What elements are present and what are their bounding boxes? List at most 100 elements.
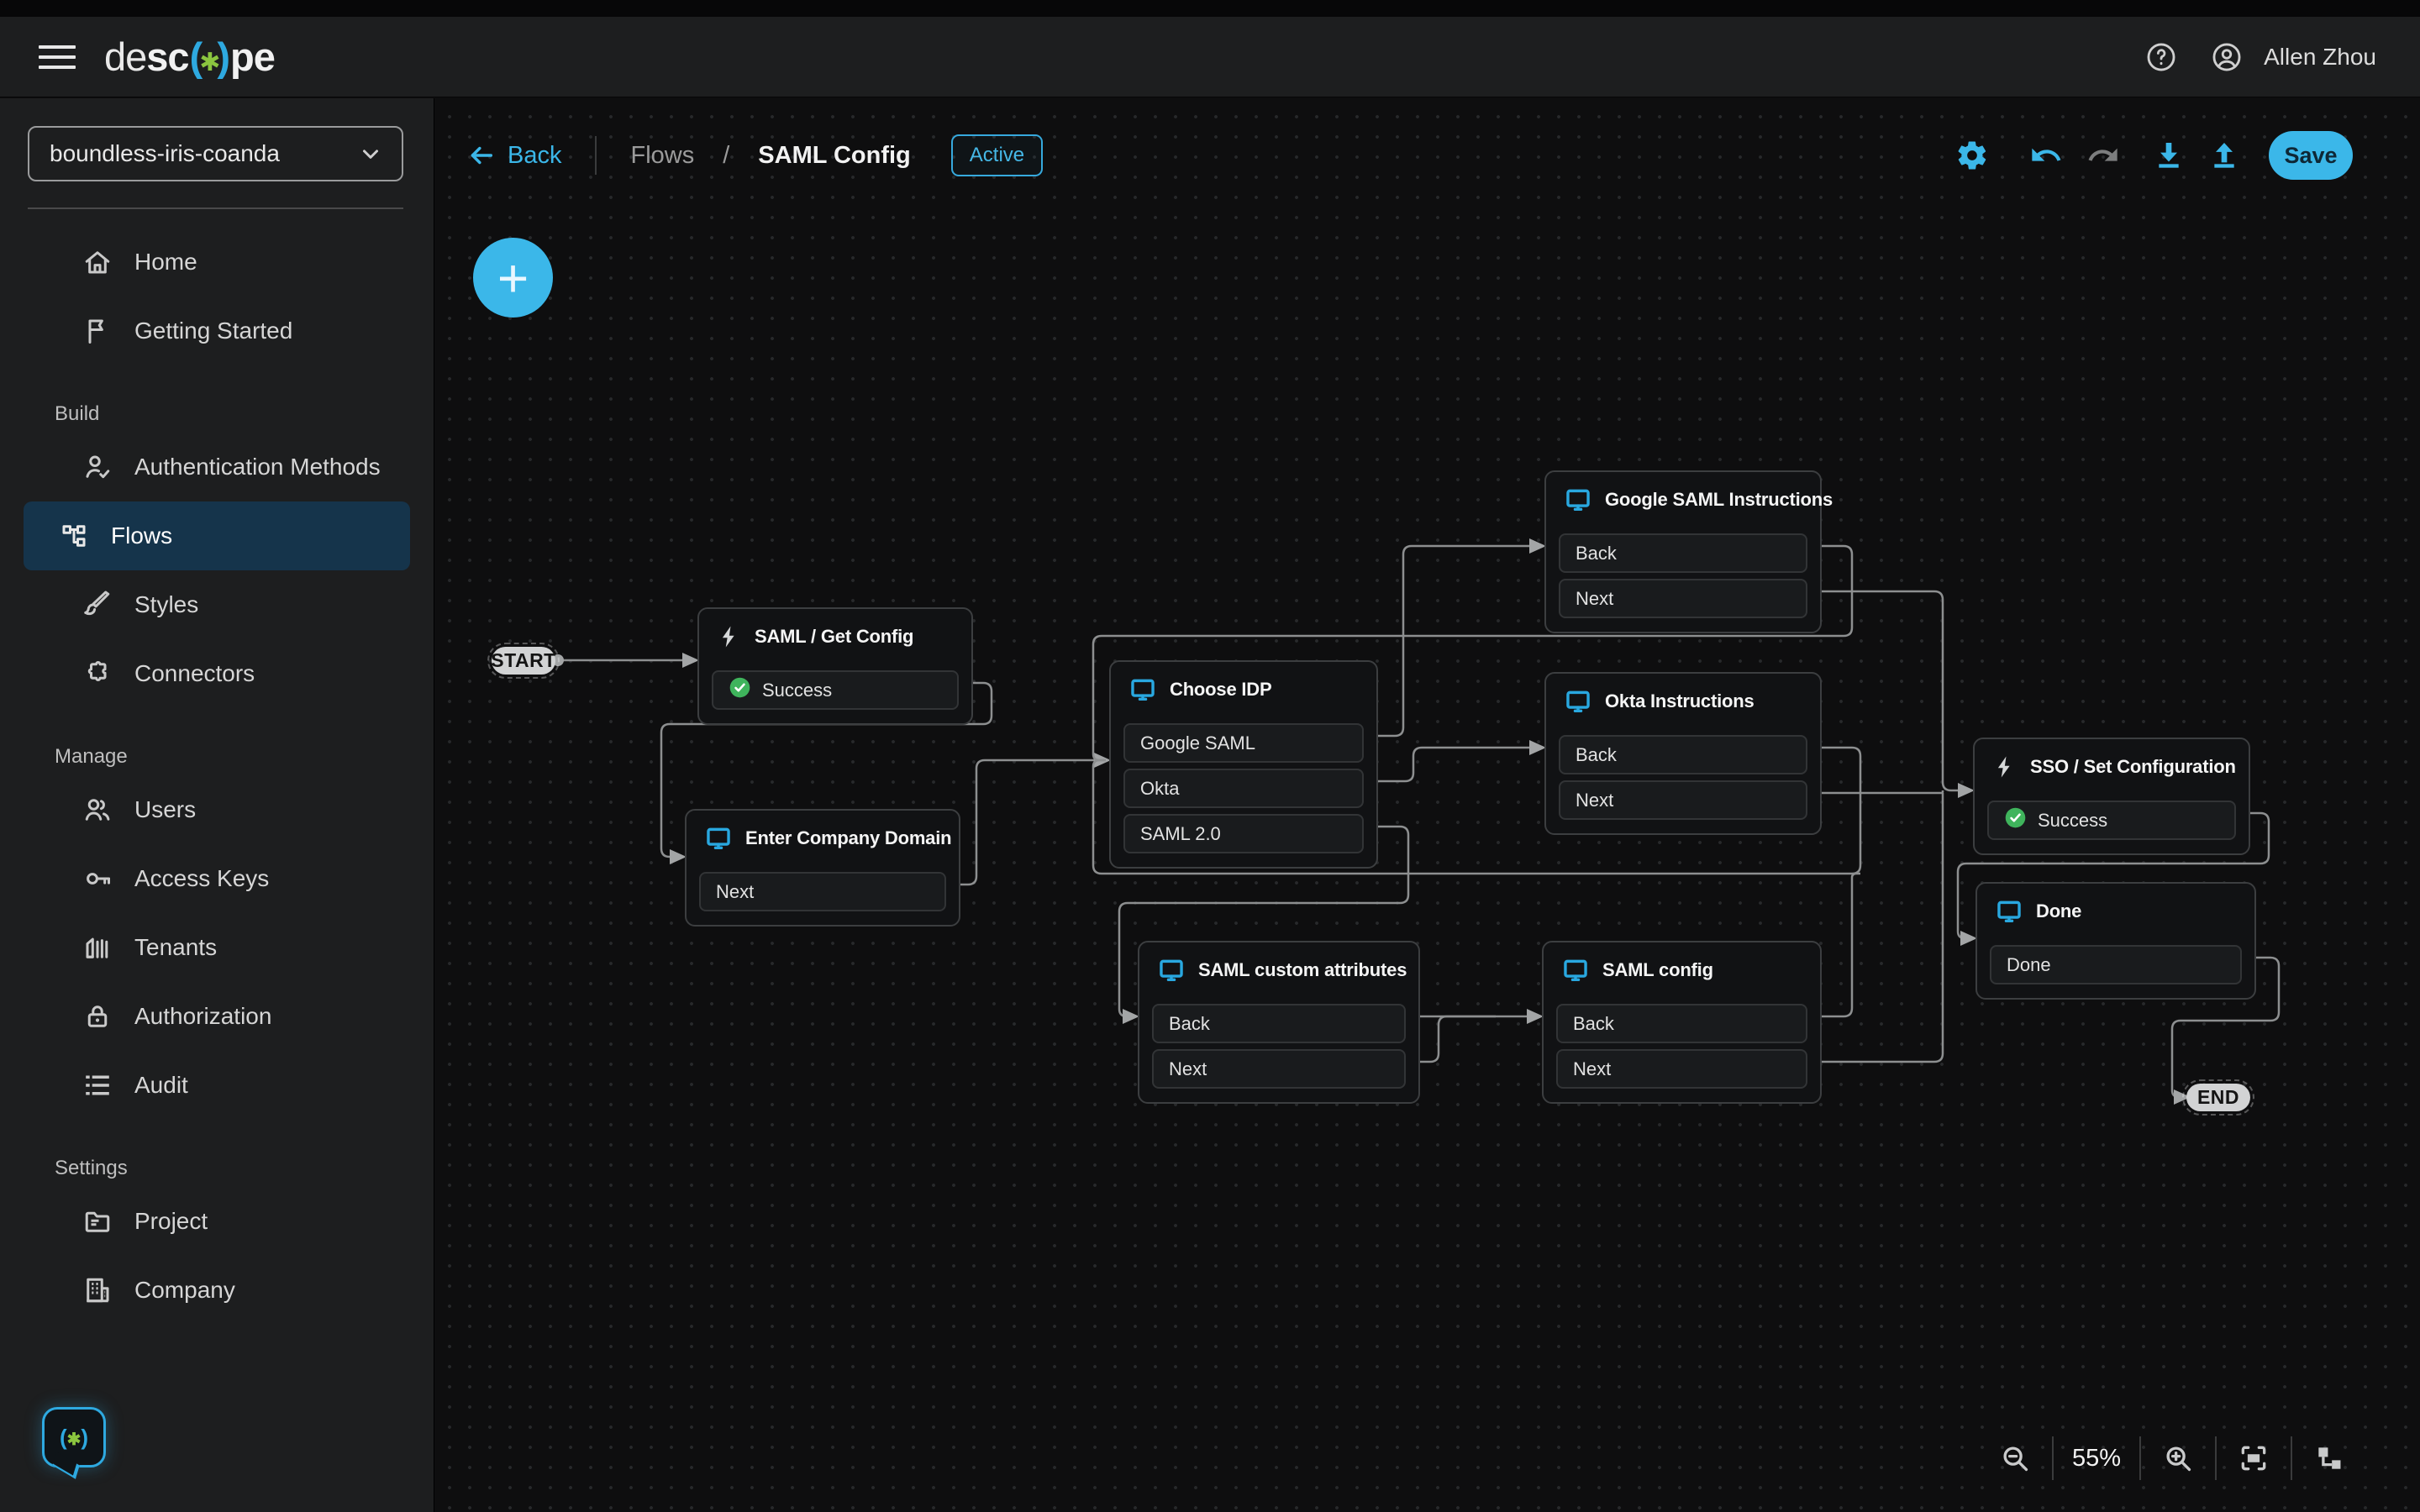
canvas-header: Back Flows / SAML Config Active — [467, 126, 2353, 185]
sidebar-item-getting-started[interactable]: Getting Started — [24, 297, 410, 365]
node-output-done[interactable]: Done — [1990, 945, 2242, 984]
save-button[interactable]: Save — [2269, 131, 2353, 180]
node-output-next[interactable]: Next — [1152, 1049, 1406, 1089]
fit-view-button[interactable] — [2228, 1435, 2279, 1482]
flow-settings-button[interactable] — [1953, 136, 1991, 175]
node-output-success[interactable]: Success — [1987, 801, 2236, 840]
sidebar-item-label: Company — [134, 1277, 235, 1303]
users-icon — [82, 795, 113, 825]
node-row-label: Okta — [1140, 777, 1180, 799]
logo-o-glyph: (✱) — [189, 34, 230, 79]
undo-button[interactable] — [2027, 136, 2065, 175]
help-icon[interactable] — [2143, 39, 2180, 76]
start-pill[interactable]: START — [487, 643, 560, 679]
node-row-label: SAML 2.0 — [1140, 822, 1221, 844]
sidebar-item-project[interactable]: Project — [24, 1187, 410, 1256]
sidebar-item-flows[interactable]: Flows — [24, 501, 410, 570]
node-title: Enter Company Domain — [745, 827, 952, 848]
user-name[interactable]: Allen Zhou — [2264, 43, 2376, 70]
sidebar-item-label: Styles — [134, 591, 199, 617]
gear-icon — [1958, 141, 1986, 170]
end-pill[interactable]: END — [2182, 1079, 2254, 1116]
node-row-label: Success — [2038, 809, 2108, 831]
descope-bubble-icon: (✱) — [59, 1424, 89, 1450]
node-row-label: Next — [1576, 587, 1614, 609]
node-output-next[interactable]: Next — [1559, 780, 1807, 820]
node-output-next[interactable]: Next — [699, 872, 946, 911]
node-output-next[interactable]: Next — [1559, 579, 1807, 618]
node-output-success[interactable]: Success — [712, 670, 959, 710]
brush-icon — [82, 590, 113, 620]
node-row-label: Back — [1169, 1012, 1210, 1034]
sidebar-item-audit[interactable]: Audit — [24, 1051, 410, 1120]
node-output-okta[interactable]: Okta — [1123, 769, 1364, 808]
plus-icon: + — [497, 247, 529, 308]
node-row-label: Google SAML — [1140, 732, 1255, 753]
chat-widget-button[interactable]: (✱) — [42, 1407, 106, 1467]
sidebar-item-authentication-methods[interactable]: Authentication Methods — [24, 433, 410, 501]
monitor-icon — [1564, 486, 1592, 514]
puzzle-icon — [82, 659, 113, 689]
import-flow-button[interactable] — [2205, 136, 2244, 175]
zoom-in-button[interactable] — [2153, 1435, 2203, 1482]
node-row-label: Next — [1169, 1058, 1207, 1079]
tenants-icon — [82, 932, 113, 963]
sidebar-item-connectors[interactable]: Connectors — [24, 639, 410, 708]
sidebar-item-label: Access Keys — [134, 865, 270, 891]
add-node-button[interactable]: + — [473, 238, 553, 318]
breadcrumb-separator: / — [723, 141, 730, 169]
node-output-saml-2-0[interactable]: SAML 2.0 — [1123, 814, 1364, 853]
monitor-icon — [1157, 956, 1186, 984]
node-header: Google SAML Instructions — [1559, 472, 1833, 528]
sidebar-item-home[interactable]: Home — [24, 228, 410, 297]
node-output-google-saml[interactable]: Google SAML — [1123, 723, 1364, 763]
sidebar-item-label: Users — [134, 796, 197, 822]
node-output-back[interactable]: Back — [1152, 1004, 1406, 1043]
sidebar-item-users[interactable]: Users — [24, 775, 410, 844]
node-row-label: Back — [1576, 542, 1617, 564]
sidebar-item-label: Audit — [134, 1072, 188, 1098]
page-title: SAML Config — [758, 141, 911, 169]
sidebar-item-access-keys[interactable]: Access Keys — [24, 844, 410, 913]
sidebar-item-tenants[interactable]: Tenants — [24, 913, 410, 982]
auto-layout-button[interactable] — [2304, 1435, 2354, 1482]
upload-icon — [2214, 143, 2234, 168]
sidebar-item-authorization[interactable]: Authorization — [24, 982, 410, 1051]
status-badge: Active — [950, 134, 1044, 176]
sidebar-item-styles[interactable]: Styles — [24, 570, 410, 639]
breadcrumb-flows[interactable]: Flows — [630, 141, 695, 169]
node-row-label: Success — [762, 679, 833, 701]
node-output-next[interactable]: Next — [1556, 1049, 1807, 1089]
check-icon — [2004, 806, 2027, 834]
node-output-back[interactable]: Back — [1559, 533, 1807, 573]
node-row-label: Done — [2007, 953, 2051, 975]
export-flow-button[interactable] — [2149, 136, 2188, 175]
arrow-left-icon — [471, 146, 493, 165]
node-row-label: Next — [1573, 1058, 1612, 1079]
back-label: Back — [508, 141, 562, 169]
sidebar-item-company[interactable]: Company — [24, 1256, 410, 1325]
bolt-icon — [717, 624, 742, 649]
menu-icon[interactable] — [39, 44, 76, 71]
node-output-back[interactable]: Back — [1559, 735, 1807, 774]
redo-button[interactable] — [2084, 136, 2123, 175]
project-selector[interactable]: boundless-iris-coanda — [28, 126, 403, 181]
node-output-back[interactable]: Back — [1556, 1004, 1807, 1043]
sidebar-item-label: Home — [134, 249, 197, 275]
zoom-out-button[interactable] — [1990, 1435, 2040, 1482]
back-button[interactable]: Back — [467, 141, 561, 170]
download-icon — [2159, 143, 2179, 168]
project-name: boundless-iris-coanda — [50, 140, 280, 166]
user-avatar-icon[interactable] — [2208, 39, 2245, 76]
